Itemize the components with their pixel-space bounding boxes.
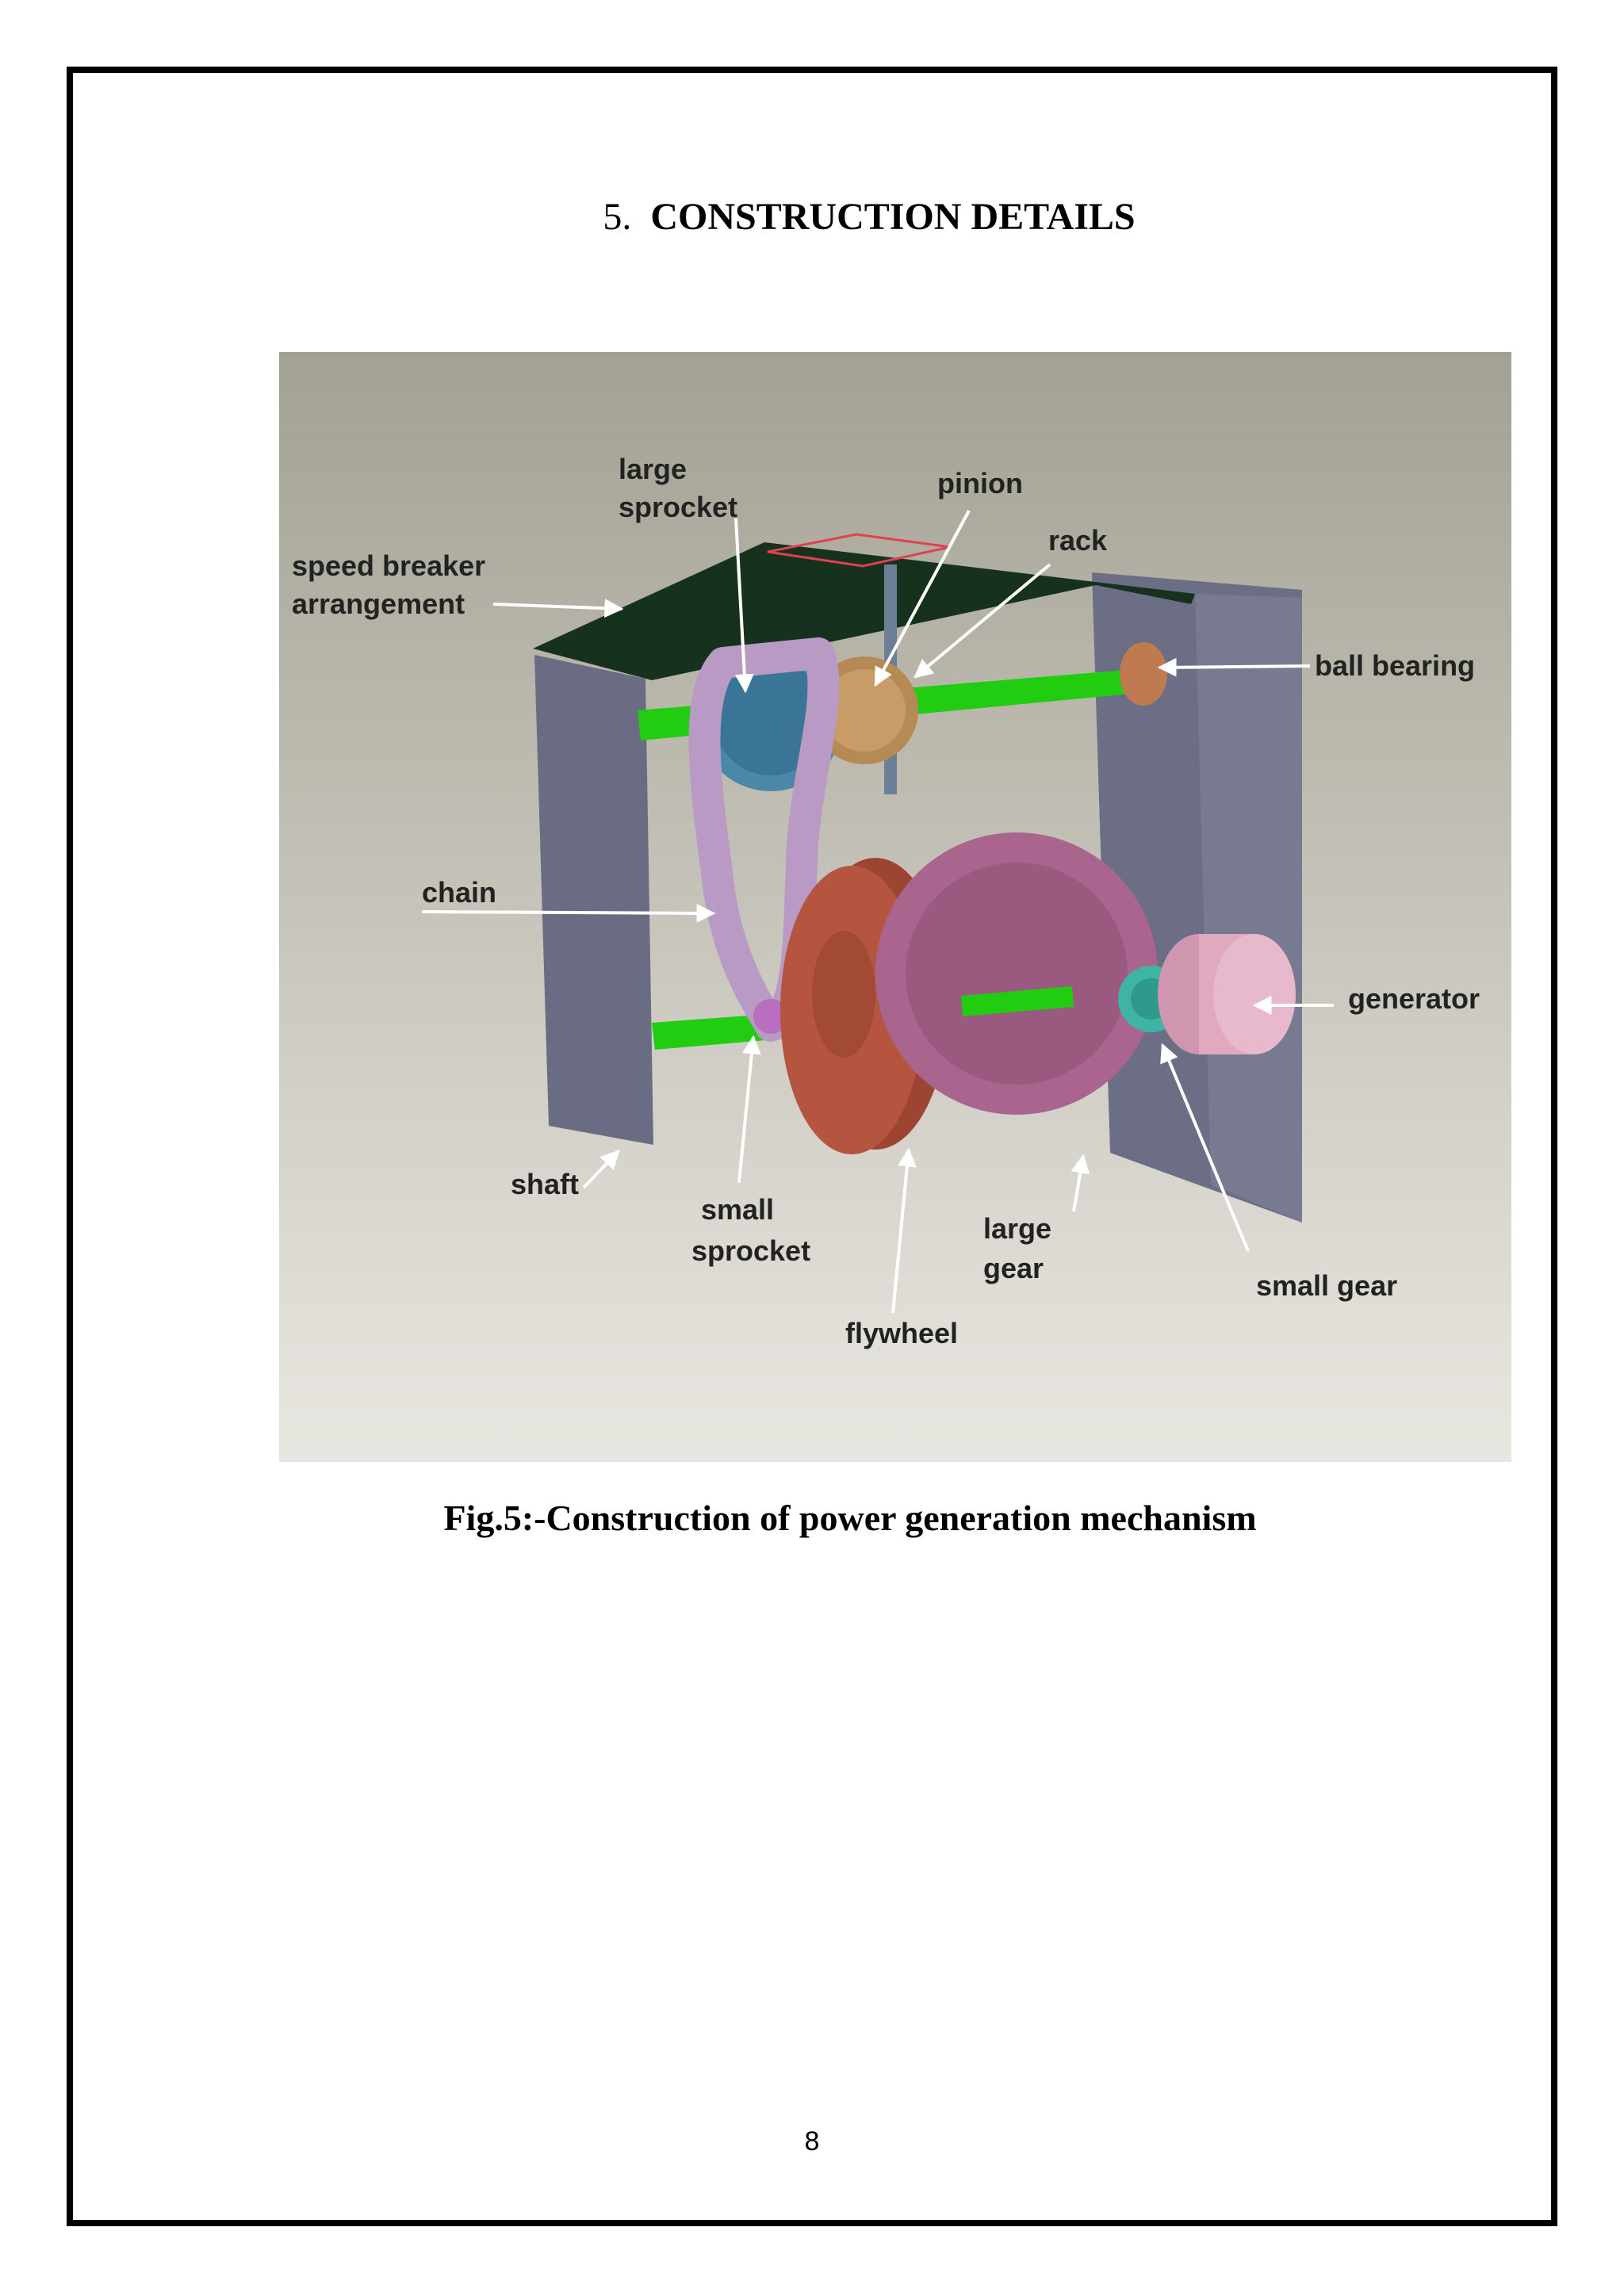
mechanism-illustration: large sprocket pinion rack speed breaker… <box>279 352 1511 1462</box>
arrow-rack <box>914 563 1051 679</box>
label-chain: chain <box>422 876 496 909</box>
label-large-gear-2: gear <box>983 1252 1044 1284</box>
label-speed-breaker-1: speed breaker <box>292 549 485 582</box>
page-border <box>67 67 1557 2226</box>
ball-bearing <box>1120 642 1167 706</box>
label-pinion: pinion <box>937 467 1023 499</box>
label-shaft: shaft <box>511 1168 579 1200</box>
arrow-flywheel <box>891 1147 917 1314</box>
callout-arrows <box>421 510 1334 1314</box>
left-plate <box>534 655 653 1145</box>
label-flywheel: flywheel <box>845 1317 958 1349</box>
arrow-chain <box>421 903 716 923</box>
arrow-shaft <box>582 1150 620 1189</box>
right-plate-side <box>1195 594 1302 1223</box>
label-large-sprocket-2: sprocket <box>619 491 737 523</box>
section-number: 5. <box>603 196 632 238</box>
label-speed-breaker-2: arrangement <box>292 587 465 620</box>
arrow-large-sprocket <box>734 518 754 694</box>
label-generator: generator <box>1348 982 1480 1015</box>
speed-breaker-plate <box>533 542 1195 680</box>
label-rack: rack <box>1048 524 1108 557</box>
label-large-sprocket-1: large <box>619 453 687 485</box>
small-sprocket <box>753 999 788 1034</box>
arrow-small-sprocket <box>737 1035 761 1184</box>
section-heading: 5. CONSTRUCTION DETAILS <box>57 195 1624 239</box>
label-small-sprocket-1: small <box>701 1193 774 1226</box>
label-small-gear: small gear <box>1256 1269 1397 1302</box>
section-title: CONSTRUCTION DETAILS <box>650 196 1136 238</box>
label-small-sprocket-2: sprocket <box>691 1234 810 1267</box>
mechanism-figure: large sprocket pinion rack speed breaker… <box>279 352 1511 1462</box>
arrow-ball-bearing <box>1157 657 1311 677</box>
arrow-pinion <box>874 510 971 687</box>
arrow-large-gear <box>1071 1154 1090 1212</box>
arrow-small-gear <box>1160 1043 1250 1252</box>
figure-caption: Fig.5:-Construction of power generation … <box>443 1498 1257 1538</box>
page-number: 8 <box>804 2126 820 2156</box>
label-ball-bearing: ball bearing <box>1315 649 1475 682</box>
gear-shaft <box>961 986 1074 1016</box>
arrow-speed-breaker <box>492 599 624 618</box>
label-large-gear-1: large <box>983 1212 1051 1245</box>
